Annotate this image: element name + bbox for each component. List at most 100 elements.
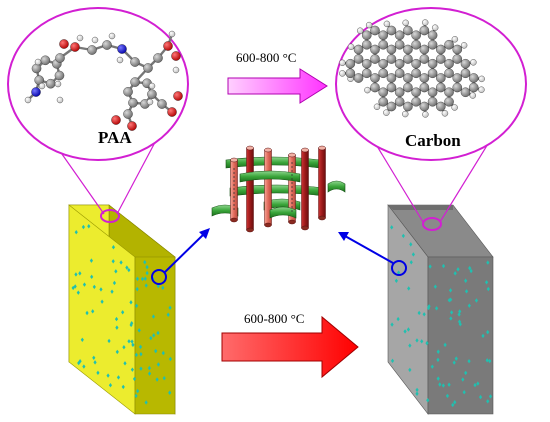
pore-dot	[417, 310, 421, 316]
atom	[460, 42, 468, 49]
atom	[117, 44, 127, 54]
pore-dot	[92, 284, 96, 290]
pore-dot	[168, 305, 172, 311]
atom	[394, 39, 405, 50]
pore-dot	[130, 367, 134, 372]
pore-dot	[422, 312, 426, 317]
atom	[452, 82, 463, 93]
pore-dot	[139, 351, 143, 357]
pore-dot	[436, 376, 440, 381]
pore-dot	[155, 377, 159, 382]
atom	[148, 82, 156, 90]
atom	[153, 53, 163, 63]
atom	[436, 54, 446, 64]
atom	[147, 89, 157, 99]
atom	[403, 44, 413, 55]
atom	[427, 87, 438, 98]
pore-dot	[396, 316, 400, 322]
atom	[436, 73, 446, 83]
paa-label: PAA	[98, 128, 132, 147]
atom	[436, 82, 446, 93]
pore-dot	[486, 329, 490, 335]
atom	[422, 111, 429, 118]
pore-dot	[132, 376, 137, 382]
pore-dot	[430, 364, 434, 369]
atom	[436, 44, 446, 55]
atom	[470, 59, 477, 66]
pore-dot	[99, 287, 103, 292]
pore-dot	[81, 224, 86, 230]
atom	[411, 68, 421, 79]
atom	[444, 58, 454, 69]
pore-dot	[397, 270, 401, 275]
bottom-heat-arrow	[221, 315, 359, 379]
pore-dot	[147, 371, 152, 376]
atom	[478, 86, 485, 93]
atom	[386, 54, 397, 64]
pore-dot	[407, 286, 411, 291]
pore-dot	[121, 384, 125, 390]
atom	[402, 110, 409, 118]
pore-dot	[162, 375, 166, 381]
pore-dot	[457, 312, 461, 317]
atom	[373, 103, 381, 110]
atom	[394, 68, 405, 79]
top-condition-label: 600-800 °C	[236, 50, 297, 65]
atom	[419, 54, 430, 64]
atom	[468, 73, 479, 83]
atom	[353, 54, 364, 64]
pore-dot	[73, 284, 77, 289]
atom	[427, 58, 438, 69]
pore-dot	[434, 306, 439, 311]
atom	[427, 39, 438, 50]
atom	[419, 73, 430, 83]
pore-dot	[168, 356, 173, 362]
pore-dot	[458, 309, 462, 314]
atom	[87, 45, 97, 55]
pore-dot	[92, 355, 96, 360]
bottom-condition-label: 600-800 °C	[244, 311, 305, 326]
atom	[45, 78, 56, 89]
atom	[361, 30, 372, 41]
pore-dot	[144, 283, 148, 288]
pore-dot	[486, 286, 490, 292]
pore-dot	[85, 310, 89, 316]
pore-dot	[427, 304, 431, 309]
pore-dot	[144, 400, 148, 405]
pore-dot	[134, 303, 139, 309]
paa-zoom-ellipse	[7, 7, 189, 161]
pore-dot	[452, 360, 456, 365]
atom	[451, 36, 459, 43]
pore-dot	[468, 265, 472, 271]
pore-dot	[394, 278, 398, 283]
pore-dot	[441, 383, 445, 388]
atom	[386, 73, 397, 83]
atom	[345, 68, 356, 79]
atom	[452, 44, 463, 55]
atom	[383, 20, 391, 28]
atom	[146, 98, 154, 106]
atom	[143, 63, 153, 73]
pore-dot	[415, 338, 419, 343]
atom	[460, 58, 471, 69]
atom	[411, 30, 421, 41]
pore-dot	[411, 252, 415, 257]
atom	[444, 39, 454, 50]
atom	[411, 87, 421, 98]
pore-dot	[87, 224, 91, 229]
pore-dot	[90, 274, 94, 280]
pore-dot	[114, 316, 119, 322]
atom	[460, 68, 471, 79]
atom	[365, 21, 373, 29]
pore-dot	[161, 350, 165, 356]
pore-dot	[449, 297, 453, 302]
carbon-label: Carbon	[405, 131, 461, 150]
atom	[378, 39, 389, 50]
pore-dot	[426, 305, 431, 311]
pore-dot	[408, 343, 412, 348]
pore-dot	[112, 280, 117, 286]
atom	[55, 53, 65, 63]
pore-dot	[82, 282, 87, 287]
pore-dot	[403, 329, 407, 334]
